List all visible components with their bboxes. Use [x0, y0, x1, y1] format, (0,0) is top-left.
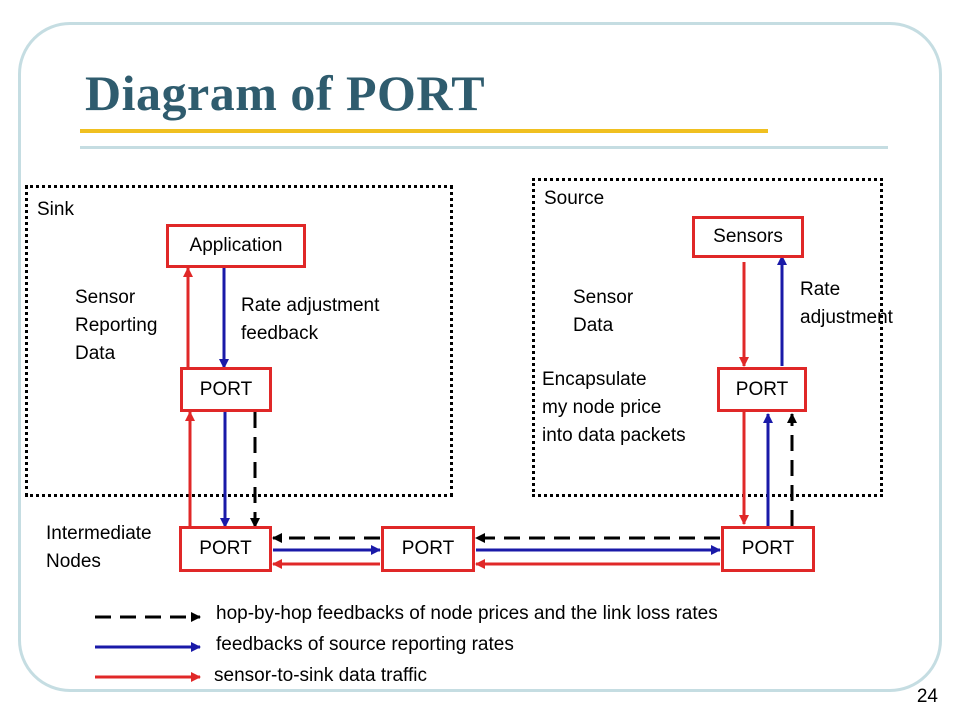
intermediate-port-node-3: PORT: [721, 526, 815, 572]
slide-frame: [18, 22, 942, 692]
sink-port-node: PORT: [180, 367, 272, 412]
sensor-reporting-data-label: Sensor Reporting Data: [75, 287, 158, 364]
encapsulate-label: Encapsulate my node price into data pack…: [542, 369, 686, 446]
intermediate-port-node-1: PORT: [179, 526, 272, 572]
intermediate-nodes-label: Intermediate Nodes: [46, 523, 152, 572]
page-number: 24: [916, 686, 938, 707]
sensor-data-label: Sensor Data: [573, 287, 634, 336]
source-region: [532, 178, 883, 497]
legend-red-text: sensor-to-sink data traffic: [214, 665, 427, 686]
rate-adjustment-feedback-label: Rate adjustment feedback: [241, 295, 380, 344]
source-port-node: PORT: [717, 367, 807, 412]
sink-label: Sink: [37, 199, 74, 220]
title-underline-gold: [80, 129, 768, 133]
application-node: Application: [166, 224, 306, 268]
sink-region: [25, 185, 453, 497]
legend-blue-text: feedbacks of source reporting rates: [216, 634, 514, 655]
sensors-node: Sensors: [692, 216, 804, 258]
legend-dashed-text: hop-by-hop feedbacks of node prices and …: [216, 603, 718, 624]
title-underline-blue: [80, 146, 888, 149]
intermediate-port-node-2: PORT: [381, 526, 475, 572]
source-label: Source: [544, 188, 605, 209]
slide-title: Diagram of PORT: [85, 65, 486, 121]
rate-adjustment-label: Rate adjustment: [800, 279, 893, 328]
